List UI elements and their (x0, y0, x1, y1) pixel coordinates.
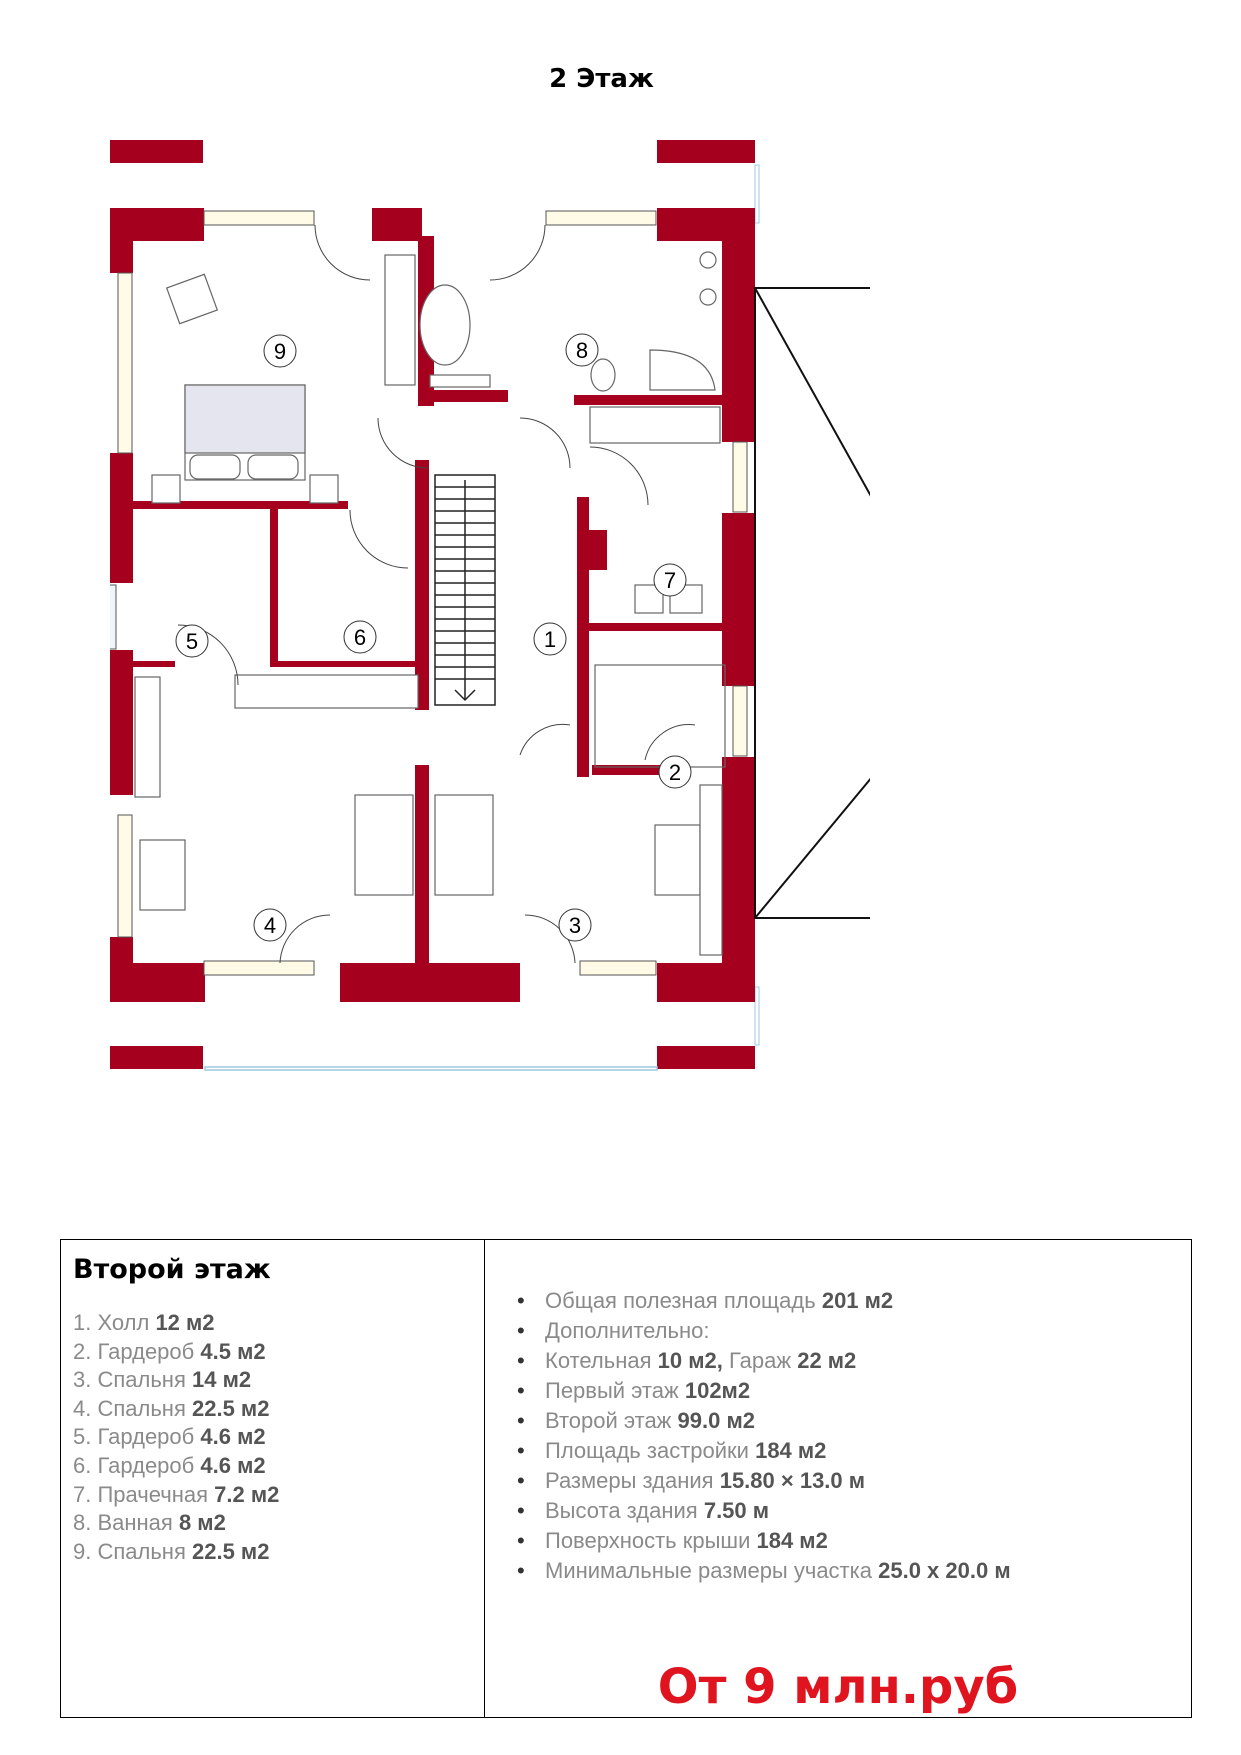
top-balcony (110, 140, 760, 224)
list-item: Дополнительно: (517, 1316, 1179, 1346)
list-item: 1. Холл 12 м2 (73, 1310, 215, 1335)
room-list: 1. Холл 12 м2 2. Гардероб 4.5 м2 3. Спал… (73, 1309, 472, 1566)
list-item: Высота здания 7.50 м (517, 1496, 1179, 1526)
outer-walls (110, 208, 755, 1002)
room-marker-7: 7 (653, 563, 687, 597)
room-marker-3: 3 (558, 908, 592, 942)
room-marker-9: 9 (263, 334, 297, 368)
windows (110, 210, 748, 976)
rooms-column: Второй этаж 1. Холл 12 м2 2. Гардероб 4.… (61, 1240, 485, 1717)
list-item: 6. Гардероб 4.6 м2 (73, 1452, 266, 1478)
list-item: Минимальные размеры участка 25.0 x 20.0 … (517, 1556, 1179, 1586)
list-item: 3. Спальня 14 м2 (73, 1367, 252, 1393)
room-marker-1: 1 (533, 622, 567, 656)
room-marker-8: 8 (565, 333, 599, 367)
room-marker-2: 2 (658, 755, 692, 789)
specs-column: Общая полезная площадь 201 м2 Дополнител… (485, 1240, 1191, 1717)
spec-list: Общая полезная площадь 201 м2 Дополнител… (497, 1286, 1179, 1586)
svg-text:7: 7 (664, 568, 676, 593)
list-item: 4. Спальня 22.5 м2 (73, 1395, 270, 1421)
svg-text:2: 2 (669, 760, 681, 785)
list-item: Площадь застройки 184 м2 (517, 1436, 1179, 1466)
page-title: 2 Этаж (549, 64, 654, 94)
svg-text:8: 8 (576, 338, 588, 363)
floor-plan: 9 8 7 1 5 6 2 4 3 (110, 140, 870, 1071)
list-item: Второй этаж 99.0 м2 (517, 1406, 1179, 1436)
list-item: Котельная 10 м2, Гараж 22 м2 (517, 1346, 1179, 1376)
svg-text:3: 3 (569, 913, 581, 938)
list-item: Поверхность крыши 184 м2 (517, 1526, 1179, 1556)
inner-walls (133, 236, 727, 975)
svg-text:6: 6 (354, 625, 366, 650)
furniture (134, 251, 726, 956)
list-item: 8. Ванная 8 м2 (73, 1510, 226, 1536)
garage-roof (754, 287, 870, 919)
room-marker-6: 6 (343, 620, 377, 654)
section-heading: Второй этаж (73, 1254, 271, 1285)
list-item: 9. Спальня 22.5 м2 (73, 1538, 270, 1564)
bottom-balcony (110, 986, 760, 1071)
info-table: Второй этаж 1. Холл 12 м2 2. Гардероб 4.… (60, 1239, 1192, 1718)
list-item: 7. Прачечная 7.2 м2 (73, 1481, 280, 1507)
room-marker-4: 4 (253, 908, 287, 942)
room-markers: 9 8 7 1 5 6 2 4 3 (175, 333, 692, 942)
staircase (434, 474, 496, 706)
svg-text:4: 4 (264, 913, 276, 938)
list-item: 2. Гардероб 4.5 м2 (73, 1338, 266, 1364)
list-item: Размеры здания 15.80 × 13.0 м (517, 1466, 1179, 1496)
room-marker-5: 5 (175, 624, 209, 658)
svg-text:5: 5 (186, 629, 198, 654)
list-item: Общая полезная площадь 201 м2 (517, 1286, 1179, 1316)
svg-text:9: 9 (274, 339, 286, 364)
svg-text:1: 1 (544, 627, 556, 652)
door-swings (177, 224, 696, 964)
list-item: 5. Гардероб 4.6 м2 (73, 1424, 266, 1450)
price-label: От 9 млн.руб (657, 1659, 1019, 1715)
list-item: Первый этаж 102м2 (517, 1376, 1179, 1406)
